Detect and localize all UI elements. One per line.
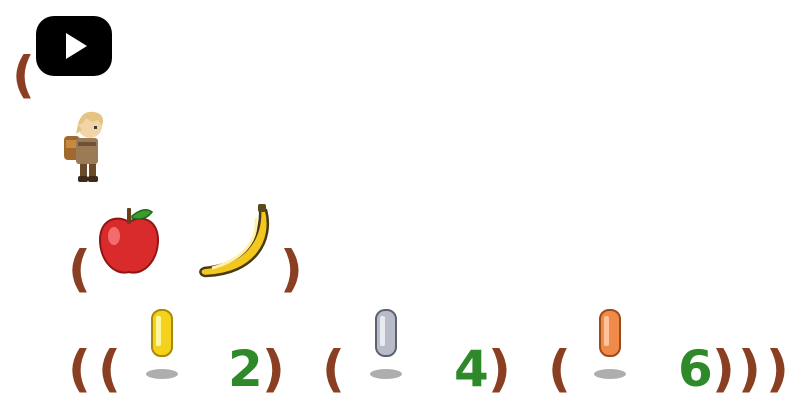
apple bbox=[96, 204, 162, 278]
orange-capsule bbox=[590, 306, 630, 382]
pill-group-1-close-paren: ) bbox=[262, 340, 285, 398]
play-button[interactable] bbox=[36, 16, 112, 76]
fruit-outer-close-paren: ) bbox=[766, 340, 789, 398]
pill-group-1-value: 2 bbox=[228, 340, 263, 398]
adventurer-sprite bbox=[64, 111, 103, 182]
pill-group-3-open-paren: ( bbox=[548, 340, 571, 398]
fruit-close-paren: ) bbox=[280, 240, 303, 298]
banana-icon bbox=[199, 204, 269, 278]
banana bbox=[196, 204, 276, 282]
pill-group-2-close-paren: ) bbox=[488, 340, 511, 398]
play-icon bbox=[36, 16, 112, 76]
pill-group-3-close-paren: ) bbox=[712, 340, 735, 398]
pill-group-3-value: 6 bbox=[678, 340, 713, 398]
silver-capsule bbox=[366, 306, 406, 382]
character-sprite bbox=[62, 108, 110, 184]
gold-capsule bbox=[142, 306, 182, 382]
pill-group-2-value: 4 bbox=[454, 340, 489, 398]
open-paren: ( bbox=[12, 46, 35, 104]
orange-capsule-icon bbox=[594, 309, 626, 379]
outer-open-paren: ( bbox=[68, 340, 91, 398]
apple-icon bbox=[98, 208, 160, 274]
fruit-open-paren: ( bbox=[68, 240, 91, 298]
outer-close-paren: ) bbox=[738, 340, 761, 398]
pill-group-1-open-paren: ( bbox=[98, 340, 121, 398]
pill-group-2-open-paren: ( bbox=[322, 340, 345, 398]
silver-capsule-icon bbox=[370, 309, 402, 379]
gold-capsule-icon bbox=[146, 309, 178, 379]
